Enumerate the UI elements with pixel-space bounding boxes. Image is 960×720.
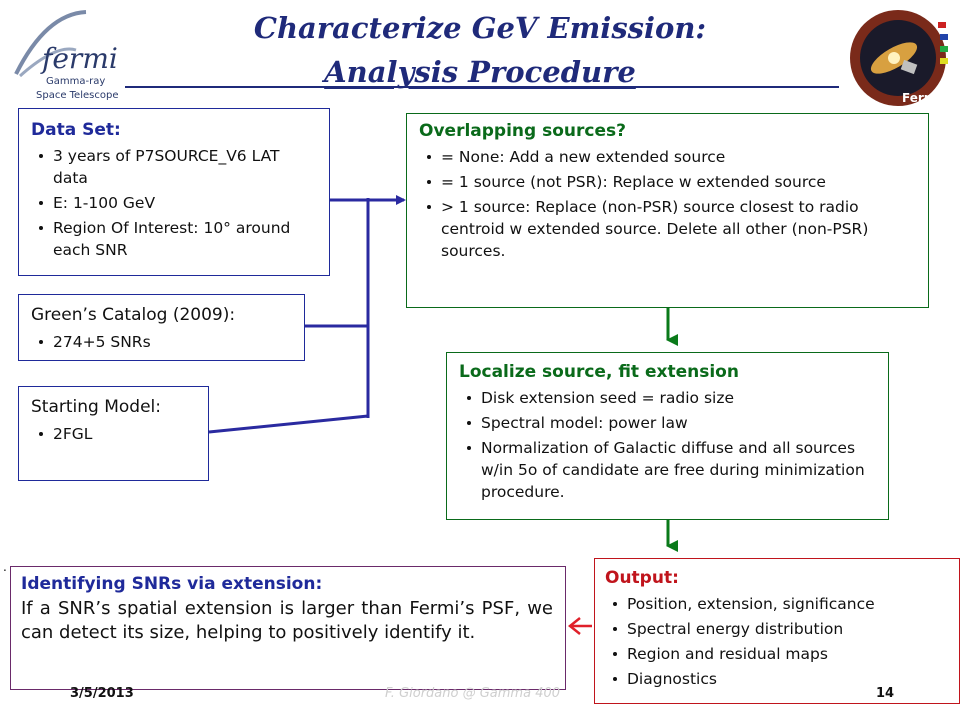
arrow-output-to-identify — [567, 617, 592, 635]
page-title: Characterize GeV Emission: Analysis Proc… — [150, 6, 810, 94]
stray-mark: . — [3, 560, 7, 574]
title-line-2: Analysis Procedure — [324, 55, 636, 89]
output-list: Position, extension, significance Spectr… — [605, 593, 953, 690]
footer-author: F. Giordano @ Gamma 400 — [385, 686, 561, 701]
output-title: Output: — [605, 568, 679, 588]
starting-model-list: 2FGL — [31, 423, 198, 445]
list-item: Position, extension, significance — [613, 593, 953, 615]
list-item: = 1 source (not PSR): Replace w extended… — [427, 171, 918, 193]
output-box: Output: Position, extension, significanc… — [594, 558, 960, 704]
fermi-logo-graphic: fermi Gamma-ray Space Telescope — [14, 10, 118, 101]
mission-badge: Fermi — [842, 6, 954, 112]
title-underline — [125, 86, 839, 88]
list-item: 3 years of P7SOURCE_V6 LAT data — [39, 145, 319, 189]
list-item: Disk extension seed = radio size — [467, 387, 878, 409]
mission-badge-icon: Fermi — [850, 10, 948, 106]
list-item: Diagnostics — [613, 668, 953, 690]
list-item: > 1 source: Replace (non-PSR) source clo… — [427, 196, 918, 262]
identifying-snrs-box: Identifying SNRs via extension: If a SNR… — [10, 566, 566, 690]
footer-date: 3/5/2013 — [70, 686, 134, 701]
list-item: E: 1-100 GeV — [39, 192, 319, 214]
dataset-title: Data Set: — [31, 120, 121, 140]
greens-catalog-box: Green’s Catalog (2009): 274+5 SNRs — [18, 294, 305, 361]
list-item: Region and residual maps — [613, 643, 953, 665]
list-item: 274+5 SNRs — [39, 331, 294, 353]
overlapping-sources-box: Overlapping sources? = None: Add a new e… — [406, 113, 929, 308]
logo-subtitle-1: Gamma-ray — [46, 76, 105, 87]
title-line-1: Characterize GeV Emission: — [253, 11, 707, 45]
dataset-list: 3 years of P7SOURCE_V6 LAT data E: 1-100… — [31, 145, 319, 261]
identifying-snrs-body: If a SNR’s spatial extension is larger t… — [21, 598, 553, 643]
localize-fit-title: Localize source, fit extension — [459, 362, 739, 382]
fermi-logo: fermi Gamma-ray Space Telescope — [6, 4, 130, 104]
localize-fit-list: Disk extension seed = radio size Spectra… — [459, 387, 878, 503]
localize-fit-box: Localize source, fit extension Disk exte… — [446, 352, 889, 520]
badge-label: Fermi — [902, 91, 940, 105]
overlapping-sources-title: Overlapping sources? — [419, 121, 626, 141]
starting-model-box: Starting Model: 2FGL — [18, 386, 209, 481]
identifying-snrs-title: Identifying SNRs via extension: — [21, 574, 323, 594]
list-item: Region Of Interest: 10° around each SNR — [39, 217, 319, 261]
list-item: Normalization of Galactic diffuse and al… — [467, 437, 878, 503]
list-item: Spectral model: power law — [467, 412, 878, 434]
greens-catalog-title: Green’s Catalog (2009): — [31, 305, 236, 325]
logo-wordmark: fermi — [40, 42, 118, 75]
logo-subtitle-2: Space Telescope — [36, 90, 118, 101]
list-item: Spectral energy distribution — [613, 618, 953, 640]
starting-model-title: Starting Model: — [31, 397, 161, 417]
page-number: 14 — [876, 686, 895, 701]
list-item: 2FGL — [39, 423, 198, 445]
list-item: = None: Add a new extended source — [427, 146, 918, 168]
dataset-box: Data Set: 3 years of P7SOURCE_V6 LAT dat… — [18, 108, 330, 276]
greens-catalog-list: 274+5 SNRs — [31, 331, 294, 353]
overlapping-sources-list: = None: Add a new extended source = 1 so… — [419, 146, 918, 262]
